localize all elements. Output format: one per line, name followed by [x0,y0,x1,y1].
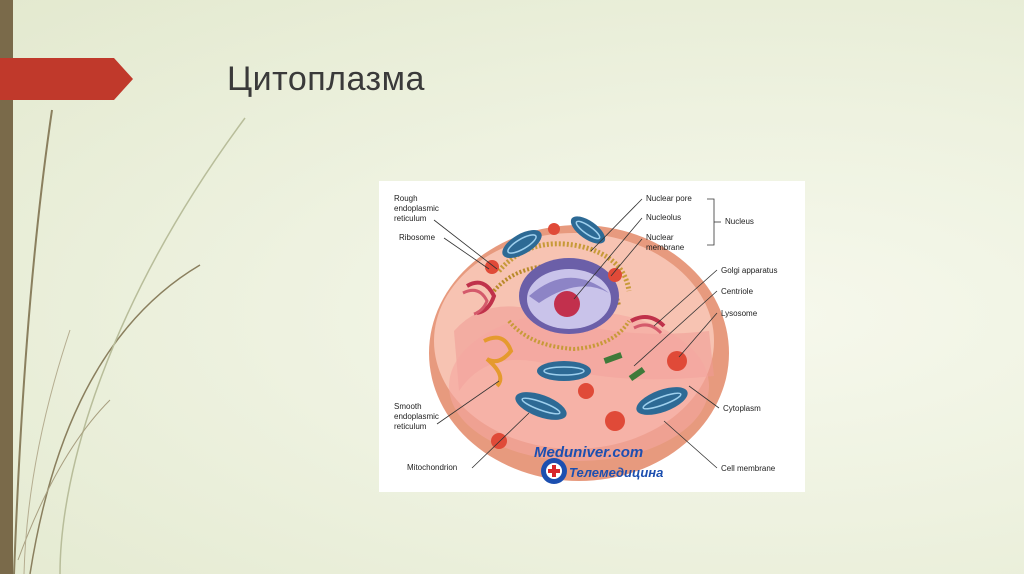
slide-title: Цитоплазма [227,60,425,98]
watermark-brand: Телемедицина [569,465,663,480]
label-cytoplasm: Cytoplasm [723,404,761,413]
label-lysosome: Lysosome [721,309,758,318]
label-smooth-er-2: endoplasmic [394,412,439,421]
left-accent-bar [0,0,13,574]
label-rough-er-3: reticulum [394,214,427,223]
label-smooth-er-1: Smooth [394,402,422,411]
label-centriole: Centriole [721,287,754,296]
centriole [603,352,646,382]
meduniver-watermark: Meduniver.com Телемедицина [534,444,663,484]
label-golgi: Golgi apparatus [721,266,777,275]
label-rough-er-2: endoplasmic [394,204,439,213]
lysosomes [485,223,687,449]
label-nucleolus: Nucleolus [646,213,681,222]
golgi-apparatus [462,280,666,335]
label-smooth-er-3: reticulum [394,422,427,431]
decorative-curves [13,109,246,574]
smooth-er-shape [483,335,514,388]
title-arrow-marker [0,58,133,100]
watermark-site: Meduniver.com [534,444,643,461]
label-ribosome: Ribosome [399,233,436,242]
label-nuclear-membrane-2: membrane [646,243,685,252]
nucleolus-shape [554,291,580,317]
label-rough-er-1: Rough [394,194,418,203]
label-nuclear-pore: Nuclear pore [646,194,692,203]
label-cell-membrane: Cell membrane [721,464,776,473]
label-nuclear-membrane-1: Nuclear [646,233,674,242]
mitochondria [502,216,688,420]
label-nucleus: Nucleus [725,217,754,226]
label-mitochondrion: Mitochondrion [407,463,457,472]
